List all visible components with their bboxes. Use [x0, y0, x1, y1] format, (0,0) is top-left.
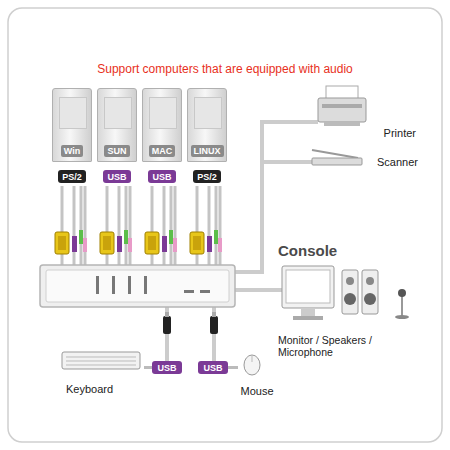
os-label: SUN: [104, 145, 129, 157]
printer: [318, 86, 366, 126]
tower-panel: [149, 97, 177, 129]
printer-device: Printer: [316, 86, 416, 139]
computer-cables: [55, 186, 222, 265]
port-tag: USB: [103, 170, 131, 183]
console-group: ConsoleMonitor / Speakers / Microphone: [278, 242, 418, 359]
microphone: [395, 289, 409, 319]
group-heading: Console: [278, 242, 337, 259]
computer-tower: MAC: [142, 88, 182, 162]
os-label: MAC: [149, 145, 176, 157]
scanner: [312, 150, 362, 165]
speakers: [342, 270, 378, 314]
port-label: PS/2: [62, 172, 82, 182]
os-label: Win: [61, 145, 83, 157]
title: Support computers that are equipped with…: [0, 62, 450, 76]
device-label: Mouse: [240, 385, 273, 397]
kvm-switch: [40, 265, 235, 307]
os-label: LINUX: [191, 145, 224, 157]
port-label: USB: [157, 363, 176, 373]
port-tag: USB: [198, 361, 228, 374]
port-tag: USB: [148, 170, 176, 183]
tower-panel: [59, 97, 87, 129]
device-list: Monitor / Speakers / Microphone: [278, 334, 390, 359]
device-label: Scanner: [377, 156, 418, 168]
cable: [228, 366, 238, 369]
port-tag: PS/2: [193, 170, 221, 183]
port-tag: USB: [152, 361, 182, 374]
scanner-device: Scanner: [306, 148, 418, 176]
port-label: USB: [107, 172, 126, 182]
port-tag: PS/2: [58, 170, 86, 183]
port-label: USB: [152, 172, 171, 182]
tower-panel: [104, 97, 132, 129]
device-label: Printer: [384, 127, 416, 139]
plugs: [163, 312, 218, 334]
computer-tower: LINUX: [187, 88, 227, 162]
device-label: Keyboard: [58, 383, 113, 395]
port-label: USB: [203, 363, 222, 373]
computer-tower: SUN: [97, 88, 137, 162]
keyboard-device: Keyboard: [58, 348, 144, 395]
mouse: [244, 355, 260, 375]
computer-tower: Win: [52, 88, 92, 162]
monitor: [282, 266, 334, 320]
tower-panel: [194, 97, 222, 129]
keyboard: [62, 352, 140, 369]
cable: [144, 366, 152, 369]
mouse-device: Mouse: [238, 350, 276, 397]
port-label: PS/2: [197, 172, 217, 182]
